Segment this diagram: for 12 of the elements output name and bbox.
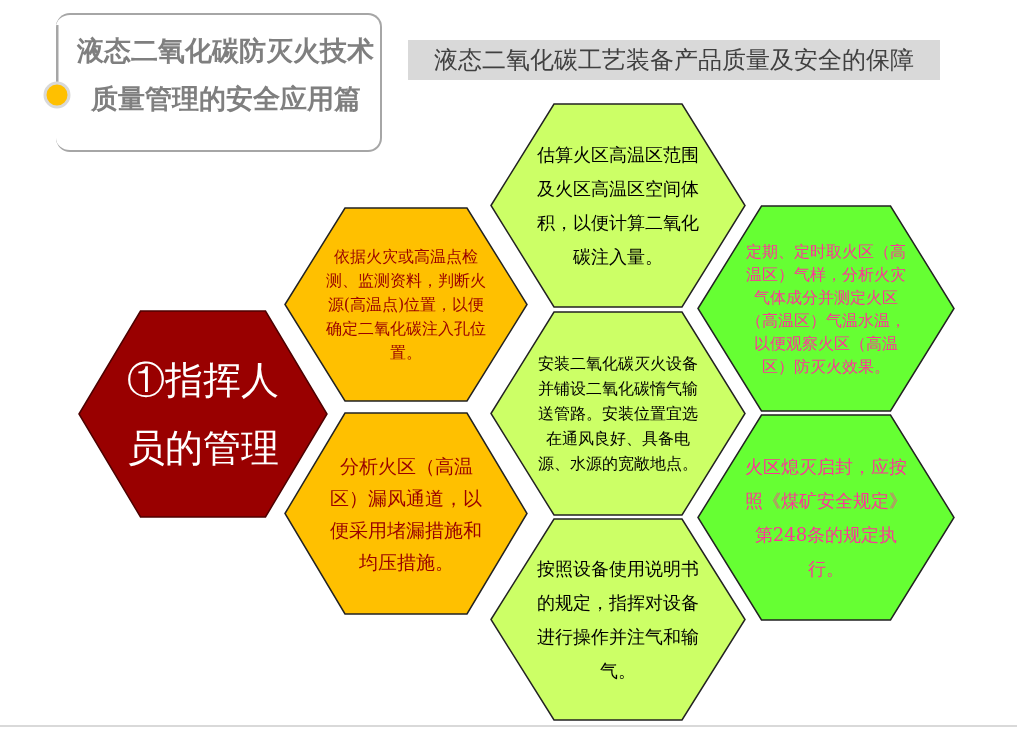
heading-text: 液态二氧化碳防灭火技术质量管理的安全应用篇 [76,35,375,116]
banner [408,40,940,80]
hexagon-text: 依据火灾或高温点检测、监测资料，判断火源(高温点)位置，以便确定二氧化碳注入孔位置。 [325,245,487,364]
hexagon-text: 按照设备使用说明书的规定，指挥对设备进行操作并注气和输气。 [536,556,700,683]
hexagon-text: ①指挥人员的管理 [126,358,280,471]
banner-text: 液态二氧化碳工艺装备产品质量及安全的保障 [434,45,914,75]
title-frame [56,13,382,152]
hexagon-text: 定期、定时取火区（高温区）气样，分析火灾气体成分并测定火区（高温区）气温水温，以便观察火区（高温区）防灭火效果。 [745,240,907,378]
hexagon-text: 估算火区高温区范围及火区高温区空间体积，以便计算二氧化碳注入量。 [536,142,700,269]
hexagon-text: 火区熄灭启封，应按照《煤矿安全规定》第248条的规定执行。 [744,454,908,581]
hexagon-text: 分析火区（高温区）漏风通道，以便采用堵漏措施和均压措施。 [329,453,483,575]
hexagon-text: 安装二氧化碳灭火设备并铺设二氧化碳惰气输送管路。安装位置宜选在通风良好、具备电源、水源的宽敞地点。 [537,353,699,475]
